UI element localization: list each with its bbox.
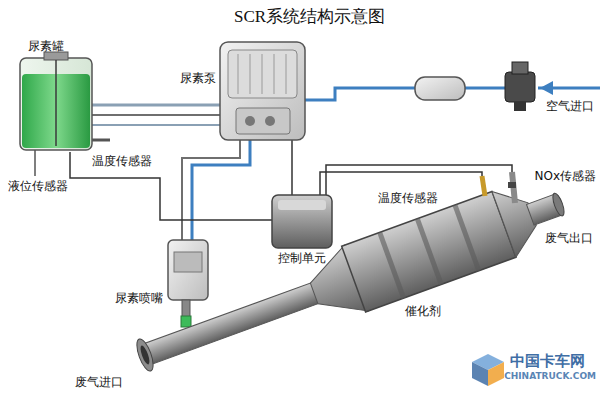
exhaust-assembly — [127, 170, 574, 390]
return-line — [92, 114, 220, 116]
part-label: 温度传感器 — [378, 192, 438, 205]
watermark-text: CHINATRUCK.COM — [504, 372, 596, 382]
valve-plug — [514, 102, 526, 111]
diagram-title: SCR系统结构示意图 — [234, 8, 385, 27]
logo-face — [488, 362, 504, 386]
pump-fitting — [265, 116, 275, 126]
part-label: 空气进口 — [546, 100, 594, 113]
watermark-text: 中国卡车网 — [510, 353, 585, 370]
part-label: 温度传感器 — [92, 155, 152, 168]
inlet-flange — [134, 337, 157, 373]
valve-head — [512, 62, 528, 74]
pump-cover — [228, 50, 297, 98]
part-label: 控制单元 — [278, 252, 326, 265]
unit-top — [278, 200, 326, 210]
part-label: 废气进口 — [75, 376, 123, 389]
urea-pump — [220, 42, 305, 140]
inlet-opening — [139, 345, 151, 366]
inlet-pipe — [141, 281, 322, 365]
signal-wire — [70, 152, 272, 220]
watermark-logo — [472, 354, 504, 386]
logo-face — [472, 362, 488, 386]
injector-nozzle — [181, 316, 191, 327]
part-label: NOx传感器 — [534, 170, 596, 183]
urea-line — [182, 140, 240, 240]
catalyst-band — [415, 218, 444, 285]
catalyst-band — [453, 204, 482, 271]
signal-wire — [326, 165, 512, 195]
part-label: 尿素喷嘴 — [115, 292, 163, 305]
temp-probe — [92, 139, 110, 142]
catalyst-band — [377, 231, 406, 298]
injector-body — [174, 252, 202, 272]
air-line — [465, 87, 505, 90]
urea-air-line — [192, 140, 250, 240]
air-valve — [505, 72, 535, 102]
part-label: 液位传感器 — [8, 180, 68, 193]
catalyst-body — [342, 191, 516, 312]
urea-tank — [20, 58, 92, 150]
part-label: 废气出口 — [545, 232, 593, 245]
part-label: 催化剂 — [405, 305, 441, 318]
pump-ribs — [238, 54, 286, 94]
urea-injector — [168, 240, 208, 300]
pump-fitting — [245, 116, 255, 126]
level-probe — [55, 60, 57, 146]
injector-stem — [182, 300, 190, 318]
temp-sensor — [482, 176, 485, 196]
part-label: 尿素罐 — [28, 40, 64, 53]
air-arrow — [540, 81, 553, 95]
leader-line — [34, 150, 36, 176]
heater-line — [92, 124, 220, 126]
nox-sensor-nut — [508, 182, 516, 188]
feed-line — [92, 104, 220, 107]
control-unit — [272, 195, 332, 248]
signal-wire — [291, 140, 293, 195]
outlet-flange — [551, 192, 567, 217]
pump-port — [236, 108, 290, 134]
part-label: 尿素泵 — [180, 72, 216, 85]
tank-cap — [44, 52, 68, 60]
air-line — [305, 88, 415, 100]
air-tank — [415, 77, 465, 100]
